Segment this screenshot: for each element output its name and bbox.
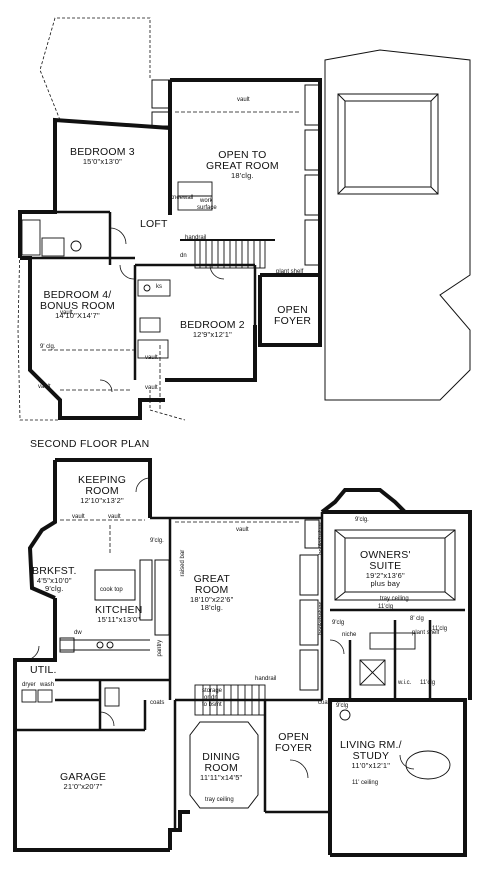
plant-shelf-upper: plant shelf [276,269,304,275]
vault-note-b: vault [38,384,51,390]
vault-note-c: vault [145,355,158,361]
vault-note-d: vault [145,385,158,391]
second-floor-walls [18,78,322,420]
owners-clg: 9'clg. [355,517,369,523]
clg-9-note-b: 9'clg [332,620,345,626]
roof-right [324,49,471,401]
vault-note-1: vault [72,514,85,520]
roof-outline-dashed [17,17,186,421]
brkfst-label: BRKFST. 4'5"x10'0" 9'clg. [32,565,77,593]
bookshelves-note-1: bookshelves [318,521,325,555]
clg-8-note: 8' clg [410,616,424,622]
work-note: work [200,198,213,204]
great-room-label: GREAT ROOM 18'10"x22'6" 18'clg. [190,573,234,612]
clg-9-note-c: 9'clg [336,703,349,709]
stairs-note-2: or dn [204,695,218,701]
bedroom2-label: BEDROOM 2 12'9"x12'1" [180,319,245,340]
first-floor-bath [21,632,451,780]
plant-shelf-lower: plant shelf [412,630,440,636]
first-floor-dashed [60,519,300,555]
surface-note: surface [197,205,217,211]
keeping-room-label: KEEPING ROOM 12'10"x13'2" [78,474,127,506]
raised-bar-note: raised bar [180,549,187,577]
niche-note: niche [342,632,357,638]
ks-note: ks [156,284,162,290]
vault-note-2: vault [108,514,121,520]
first-floor-plan [13,458,472,857]
bedroom3-label: BEDROOM 3 15'0"x13'0" [70,146,135,167]
dw-note: dw [74,630,82,636]
first-floor-interior [15,512,465,830]
second-floor-stairs [180,239,275,269]
kitchen-label: KITCHEN 15'11"x13'0" [95,604,143,625]
second-floor-windows [151,79,320,266]
loft-label: LOFT [140,218,168,230]
clg-note-1: 9'clg. [150,538,164,544]
first-floor-walls [13,458,472,857]
first-floor-windows [299,519,320,691]
second-floor-fixtures [21,181,213,359]
vault-note-e: vault [60,310,73,316]
first-floor-stairs [194,684,266,716]
second-floor-plan [17,17,471,421]
owners-suite-tray [334,529,456,601]
dryer-note: dryer [22,682,36,688]
kneewall-note: kneewall [170,195,194,201]
owners-tray-ceiling: tray ceiling [380,596,409,602]
stairs-note-3: to bsmt [202,702,222,708]
vault-note-3: vault [236,527,249,533]
vault-lines [42,111,300,410]
clg-11-note-b: 11'clg [432,626,448,632]
open-foyer-lower-label: OPEN FOYER [275,731,313,755]
second-floor-doors [99,227,225,393]
open-foyer-upper-label: OPEN FOYER [274,304,312,328]
handrail-note-upper: handrail [185,235,207,241]
coats-note-2: coats [318,700,333,706]
dn-note: dn [180,253,187,259]
kitchen-fixtures [59,559,170,653]
living-study-label: LIVING RM./ STUDY 11'0"x12'1" [340,739,402,771]
pantry-note: pantry [157,639,164,657]
second-floor-plan-title: SECOND FLOOR PLAN [30,438,150,450]
garage-label: GARAGE 21'0"x20'7" [60,771,107,792]
util-label: UTIL. [30,664,57,676]
first-floor-doors [24,477,415,779]
owners-suite-label: OWNERS' SUITE 19'2"x13'6" plus bay [360,549,411,588]
clg-11-note-a: 11'clg [378,604,394,610]
bookshelves-note-2: bookshelves [318,601,325,635]
handrail-note-lower: handrail [255,676,277,682]
dining-tray-ceiling: tray ceiling [205,797,234,803]
cook-top-note: cook top [100,587,123,593]
clg-note-upper: 9' clg. [40,344,56,350]
clg-11-note-c: 11'clg [420,680,436,686]
dining-room-label: DINING ROOM 11'11"x14'5" [200,751,243,783]
vault-note: vault [237,97,250,103]
stairs-note-1: storage [202,688,223,694]
coats-note-1: coats [150,700,165,706]
wic-note: w.i.c. [398,680,412,686]
open-to-great-room-label: OPEN TO GREAT ROOM 18'clg. [206,149,279,181]
living-ceiling: 11' ceiling [352,780,379,786]
wash-note: wash [40,682,55,688]
dining-tray-octagon [189,721,259,809]
bedroom4-label: BEDROOM 4/ BONUS ROOM 14'10"X14'7" [40,289,115,321]
